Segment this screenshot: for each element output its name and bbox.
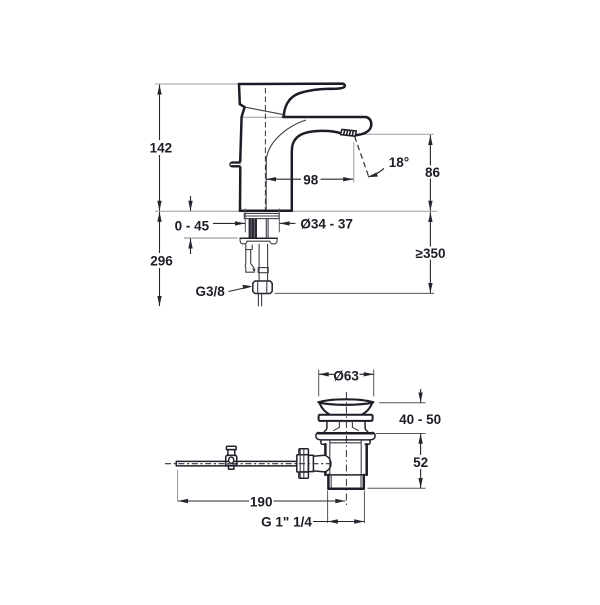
svg-text:142: 142 [150, 140, 173, 155]
svg-text:98: 98 [303, 173, 319, 188]
svg-text:40 - 50: 40 - 50 [399, 412, 441, 427]
svg-text:296: 296 [150, 253, 173, 268]
svg-text:0 - 45: 0 - 45 [175, 218, 210, 233]
svg-text:≥350: ≥350 [416, 246, 446, 261]
svg-text:52: 52 [413, 455, 428, 470]
svg-text:190: 190 [250, 495, 273, 510]
svg-text:Ø34 - 37: Ø34 - 37 [300, 216, 353, 231]
svg-text:Ø63: Ø63 [333, 369, 359, 384]
svg-text:G3/8: G3/8 [195, 284, 225, 299]
svg-text:18°: 18° [389, 155, 409, 170]
svg-text:G 1" 1/4: G 1" 1/4 [261, 515, 312, 530]
svg-text:86: 86 [425, 165, 441, 180]
